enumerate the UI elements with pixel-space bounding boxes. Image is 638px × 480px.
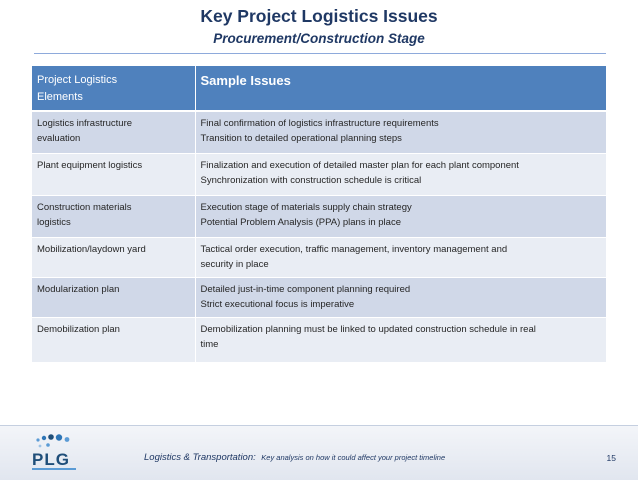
element-line: Plant equipment logistics <box>37 159 143 171</box>
table-row: Construction materials logistics Executi… <box>32 195 606 238</box>
issue-line: Synchronization with construction schedu… <box>200 174 422 186</box>
issue-line: Tactical order execution, traffic manage… <box>200 243 508 255</box>
footer-caption: Logistics & Transportation: Key analysis… <box>144 452 445 463</box>
table-row: Plant equipment logistics Finalization a… <box>32 153 606 196</box>
issues-cell: Finalization and execution of detailed m… <box>194 153 606 196</box>
issues-cell: Execution stage of materials supply chai… <box>194 195 606 238</box>
element-line: evaluation <box>37 133 81 144</box>
element-cell: Construction materials logistics <box>32 195 195 238</box>
element-line: Demobilization plan <box>37 323 120 335</box>
issue-line: Demobilization planning must be linked t… <box>200 323 536 335</box>
element-cell: Demobilization plan <box>32 317 195 363</box>
plg-logo: PLG <box>32 434 76 470</box>
issue-line: Final confirmation of logistics infrastr… <box>200 118 439 129</box>
footer-section: Logistics & Transportation: <box>144 452 256 463</box>
footer-tagline: Key analysis on how it could affect your… <box>261 453 446 462</box>
title-divider <box>34 53 606 54</box>
page-number: 15 <box>606 453 616 463</box>
element-line: Mobilization/laydown yard <box>37 243 146 255</box>
table-header-row: Project Logistics Elements Sample Issues <box>32 66 606 112</box>
header-elements-line: Project Logistics <box>37 74 118 86</box>
issues-cell: Tactical order execution, traffic manage… <box>194 237 606 278</box>
issue-line: Detailed just-in-time component planning… <box>200 283 411 295</box>
issue-line: Finalization and execution of detailed m… <box>200 159 519 171</box>
issue-line: time <box>200 338 219 350</box>
issue-line: security in place <box>200 258 269 270</box>
table-row: Demobilization plan Demobilization plann… <box>32 317 606 363</box>
element-line: Logistics infrastructure <box>37 118 133 129</box>
element-cell: Plant equipment logistics <box>32 153 195 196</box>
table-row: Mobilization/laydown yard Tactical order… <box>32 237 606 278</box>
element-cell: Logistics infrastructure evaluation <box>32 111 195 154</box>
slide-subtitle: Procurement/Construction Stage <box>213 31 425 46</box>
issue-line: Potential Problem Analysis (PPA) plans i… <box>200 216 401 228</box>
table-row: Logistics infrastructure evaluation Fina… <box>32 111 606 154</box>
issue-line: Transition to detailed operational plann… <box>200 133 402 144</box>
element-line: logistics <box>37 216 71 228</box>
table-body: Logistics infrastructure evaluation Fina… <box>32 111 606 363</box>
header-issues: Sample Issues <box>194 66 606 112</box>
element-cell: Modularization plan <box>32 277 195 318</box>
issues-cell: Final confirmation of logistics infrastr… <box>194 111 606 154</box>
issue-line: Execution stage of materials supply chai… <box>200 201 412 213</box>
issues-cell: Detailed just-in-time component planning… <box>194 277 606 318</box>
element-line: Construction materials <box>37 201 132 213</box>
element-cell: Mobilization/laydown yard <box>32 237 195 278</box>
issue-line: Strict executional focus is imperative <box>200 298 355 310</box>
slide-title: Key Project Logistics Issues <box>200 6 438 26</box>
issues-cell: Demobilization planning must be linked t… <box>194 317 606 363</box>
logo-text: PLG <box>32 450 70 469</box>
footer-bar <box>0 425 638 480</box>
header-elements-line: Elements <box>37 91 83 103</box>
element-line: Modularization plan <box>37 283 120 295</box>
table-row: Modularization plan Detailed just-in-tim… <box>32 277 606 318</box>
logistics-issues-table: Project Logistics Elements Sample Issues… <box>32 66 606 363</box>
header-elements: Project Logistics Elements <box>32 66 195 112</box>
